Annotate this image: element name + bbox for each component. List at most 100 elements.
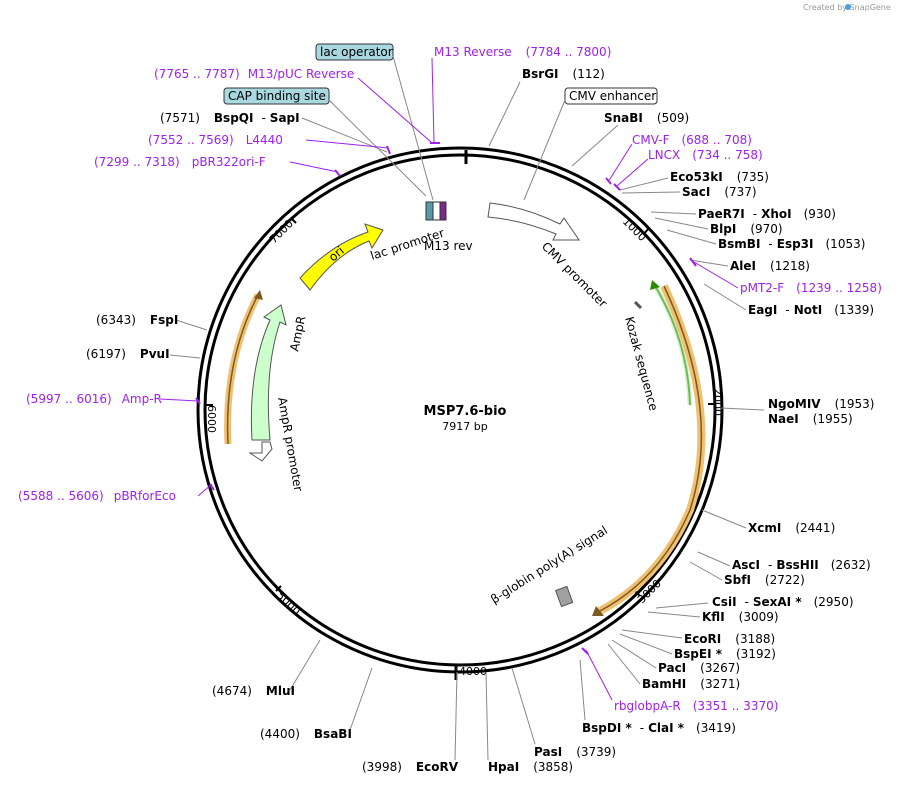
site-ecorv[interactable]: (3998)EcoRV [362,760,459,774]
leader-bspdi [579,659,586,721]
lac-promoter-block[interactable] [425,201,434,221]
leader-ngomiv [720,407,765,411]
green-orf-arrowhead [650,280,660,290]
leader-m13rev [431,57,435,143]
primer-m13puc[interactable]: (7765 .. 7787)M13/pUC Reverse [154,67,354,81]
mark-l4440 [386,145,391,155]
snapgene-logo-icon [845,4,851,10]
primer-l4440[interactable]: (7552 .. 7569)L4440 [148,133,283,147]
site-blpi[interactable]: BlpI(970) [710,222,783,236]
ori-arrow[interactable] [299,223,384,291]
bglobin-polya-block[interactable] [554,585,574,608]
site-labels: BsrGI(112) SnaBI(509) Eco53kI(735) SacI(… [86,67,874,774]
leader-ecorv [454,671,458,761]
leader-sbfi [689,561,723,581]
primer-marks [195,142,697,655]
leader-cmvf [607,143,633,183]
lac-operator-box-label: lac operator [320,45,393,59]
tick-5000 [275,585,282,592]
primer-ampr[interactable]: (5997 .. 6016)Amp-R [26,392,162,406]
leader-eco53ki [619,177,669,191]
site-bamhi[interactable]: BamHI(3271) [642,677,740,691]
tick-3000 [634,590,641,597]
site-eagi[interactable]: EagI-NotI(1339) [748,303,874,317]
lac-operator-block[interactable] [432,201,441,221]
site-sbfi[interactable]: SbfI(2722) [724,573,805,587]
primer-lncx[interactable]: LNCX(734 .. 758) [648,148,763,162]
site-xcmi[interactable]: XcmI(2441) [748,521,835,535]
site-asci[interactable]: AscI-BssHII(2632) [732,558,871,572]
site-paer7i[interactable]: PaeR7I-XhoI(930) [698,207,836,221]
leader-fspi [175,319,208,331]
leader-saci [621,191,681,194]
leader-bsrgi [488,81,521,147]
site-hpai[interactable]: HpaI(3858) [488,760,573,774]
mark-pbr322 [334,169,341,177]
site-ngomiv[interactable]: NgoMIV(1953) [768,397,874,411]
site-leaders [169,81,765,761]
site-ecori[interactable]: EcoRI(3188) [684,632,775,646]
primer-cmvf[interactable]: CMV-F(688 .. 708) [632,133,752,147]
m13rev-block[interactable] [439,201,447,221]
site-bspei[interactable]: BspEI *(3192) [674,647,776,661]
kozak-mark [633,300,643,310]
kozak-label: Kozak sequence [622,315,661,412]
tick-label-1000: 1000 [620,215,649,244]
site-csii[interactable]: CsiI-SexAI *(2950) [712,595,854,609]
tick-label-6000: 6000 [205,405,218,433]
leader-kfli [647,611,701,618]
ampr-promoter-arrow[interactable] [248,441,273,462]
primer-pbr322[interactable]: (7299 .. 7318)pBR322ori-F [94,155,266,169]
site-snabi[interactable]: SnaBI(509) [604,111,689,125]
mark-cmvf [605,177,612,185]
site-kfli[interactable]: KflI(3009) [702,610,779,624]
leader-ampr [159,398,199,402]
leader-eagi [703,283,747,311]
leader-blpi [654,217,709,230]
lac-operator-leader [392,55,434,201]
site-bsmbi[interactable]: BsmBI-Esp3I(1053) [718,237,865,251]
ampr-promoter-label: AmpR promoter [275,396,305,492]
leader-rbglob [585,649,613,701]
backbone-outer-ring [196,146,724,674]
site-mlui[interactable]: (4674)MluI [212,684,295,698]
site-alei[interactable]: AleI(1218) [730,259,810,273]
primer-pbrfor[interactable]: (5588 .. 5606)pBRforEco [18,489,176,503]
leader-bspei [619,633,673,655]
backbone-inner-ring [203,153,717,667]
tick-label-7000: 7000 [267,217,296,246]
primer-m13rev[interactable]: M13 Reverse(7784 .. 7800) [434,45,611,59]
site-bsabi[interactable]: (4400)BsaBI [260,727,352,741]
m13-rev-label: M13 rev [424,239,473,253]
lac-operator-box[interactable] [315,43,394,61]
cap-site-box[interactable] [223,87,330,105]
site-bsrgi[interactable]: BsrGI(112) [522,67,605,81]
leader-pbr322 [289,161,339,173]
site-fspi[interactable]: (6343)FspI [96,313,178,327]
mark-pbrfor [209,483,215,491]
site-naei[interactable]: NaeI(1955) [768,412,853,426]
site-pvui[interactable]: (6197)PvuI [86,347,170,361]
primer-rbglob[interactable]: rbglobpA-R(3351 .. 3370) [614,699,778,713]
site-bspqi[interactable]: (7571)BspQI-SapI [160,111,300,125]
plasmid-name: MSP7.6-bio [424,404,507,419]
cmv-promoter-arrow[interactable] [487,202,580,241]
mark-pmt2f [689,257,697,267]
site-bspdi[interactable]: BspDI *-ClaI *(3419) [582,721,736,735]
primer-labels: M13 Reverse(7784 .. 7800) (7765 .. 7787)… [18,45,882,713]
ampr-label: AmpR [287,315,308,353]
leader-asci [697,551,731,567]
mark-rbglob [581,647,589,655]
mark-ampr [195,397,201,405]
site-pasi[interactable]: PasI(3739) [534,745,616,759]
site-eco53ki[interactable]: Eco53kI(735) [670,170,769,184]
site-saci[interactable]: SacI(737) [682,185,757,199]
tick-label-4000: 4000 [459,665,487,678]
primer-pmt2f[interactable]: pMT2-F(1239 .. 1258) [740,281,882,295]
cmv-enhancer-box[interactable] [564,87,658,105]
tick-1000 [643,228,649,235]
ampr-arrow[interactable] [250,304,287,441]
site-paci[interactable]: PacI(3267) [658,661,740,675]
leader-paer7i [650,211,697,215]
ampr-orf-arrowhead [254,290,263,300]
